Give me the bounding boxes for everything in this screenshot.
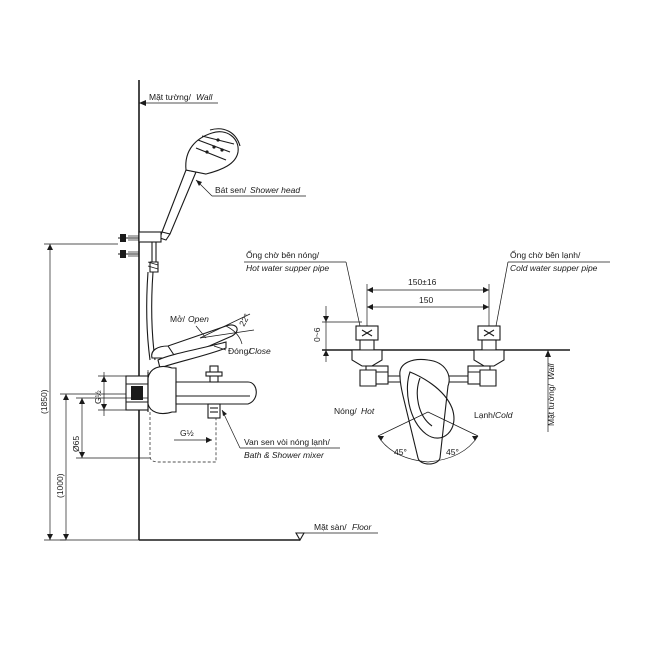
total-height-dim: (1850) — [39, 243, 118, 541]
close-label-vi: Đóng/ — [228, 346, 251, 356]
cold-label-en: Cold — [495, 410, 513, 420]
mixer-lever: 22° Mở/ Open Đóng/ Close — [151, 312, 271, 369]
hot-pipe-label: Ống chờ bên nóng/ Hot water supper pipe — [244, 249, 361, 327]
offset-value: 0~6 — [312, 327, 322, 342]
mixer-label: Van sen vòi nóng lạnh/ Bath & Shower mix… — [221, 409, 340, 460]
wall-bracket — [118, 231, 162, 258]
cold-pipe-label-vi: Ống chờ bên lạnh/ — [510, 249, 581, 260]
diameter-value: Ø65 — [71, 436, 81, 452]
thread-bottom: G½ — [174, 428, 212, 443]
offset-dim: 0~6 — [312, 306, 362, 362]
wall-label-en: Wall — [196, 92, 213, 102]
total-height-value: (1850) — [39, 389, 49, 414]
mixer-height-dim: (1000) — [55, 393, 139, 541]
front-wall-label: Mặt tường/ Wall — [545, 350, 556, 432]
front-view: Mặt tường/ Wall 0~6 — [244, 249, 610, 465]
thread-left-dim: G½ — [93, 390, 103, 404]
mixer-front: 45° 45° — [351, 349, 505, 465]
shower-hose — [146, 242, 159, 361]
mixer-body — [125, 365, 257, 463]
thread-left: G½ — [93, 372, 126, 416]
open-label-vi: Mở/ — [170, 314, 186, 324]
floor-label-vi: Mặt sàn/ — [314, 522, 347, 532]
mixer-label-vi: Van sen vòi nóng lạnh/ — [244, 437, 330, 447]
cold-pipe-label: Ống chờ bên lạnh/ Cold water supper pipe — [495, 249, 610, 327]
diameter-dim: Ø65 — [71, 397, 150, 459]
spacing-tol-value: 150±16 — [408, 277, 437, 287]
floor-label: Mặt sàn/ Floor — [295, 522, 378, 542]
front-wall-label-vi: Mặt tường/ — [546, 383, 556, 426]
wall-label-vi: Mặt tường/ — [149, 92, 192, 102]
cold-label-vi: Lạnh/ — [474, 410, 496, 420]
spacing-value: 150 — [419, 295, 433, 305]
hot-label: Nóng/ Hot — [334, 406, 375, 416]
spacing-dims: 150±16 150 — [366, 277, 490, 326]
mixer-height-value: (1000) — [55, 473, 65, 498]
open-label-en: Open — [188, 314, 209, 324]
hot-pipe-label-en: Hot water supper pipe — [246, 263, 329, 273]
hot-label-en: Hot — [361, 406, 375, 416]
shower-head-label-vi: Bát sen/ — [215, 185, 247, 195]
cold-label: Lạnh/ Cold — [474, 410, 513, 420]
cold-pipe-label-en: Cold water supper pipe — [510, 263, 598, 273]
side-elevation: Mặt tường/ Wall Mặt sàn/ Floor — [39, 80, 378, 542]
shower-head: Bát sen/ Shower head — [159, 128, 306, 241]
angle-right-value: 45° — [446, 447, 459, 457]
hot-pipe-label-vi: Ống chờ bên nóng/ — [246, 249, 320, 260]
front-wall-label-en: Wall — [546, 363, 556, 380]
cold-elbow — [477, 325, 501, 351]
angle-left-value: 45° — [394, 447, 407, 457]
mixer-label-en: Bath & Shower mixer — [244, 450, 325, 460]
hot-elbow — [355, 325, 379, 351]
thread-bottom-dim: G½ — [180, 428, 194, 438]
wall-label: Mặt tường/ Wall — [139, 92, 218, 106]
close-label-en: Close — [249, 346, 271, 356]
shower-head-label-en: Shower head — [250, 185, 300, 195]
hot-label-vi: Nóng/ — [334, 406, 357, 416]
floor-label-en: Floor — [352, 522, 373, 532]
